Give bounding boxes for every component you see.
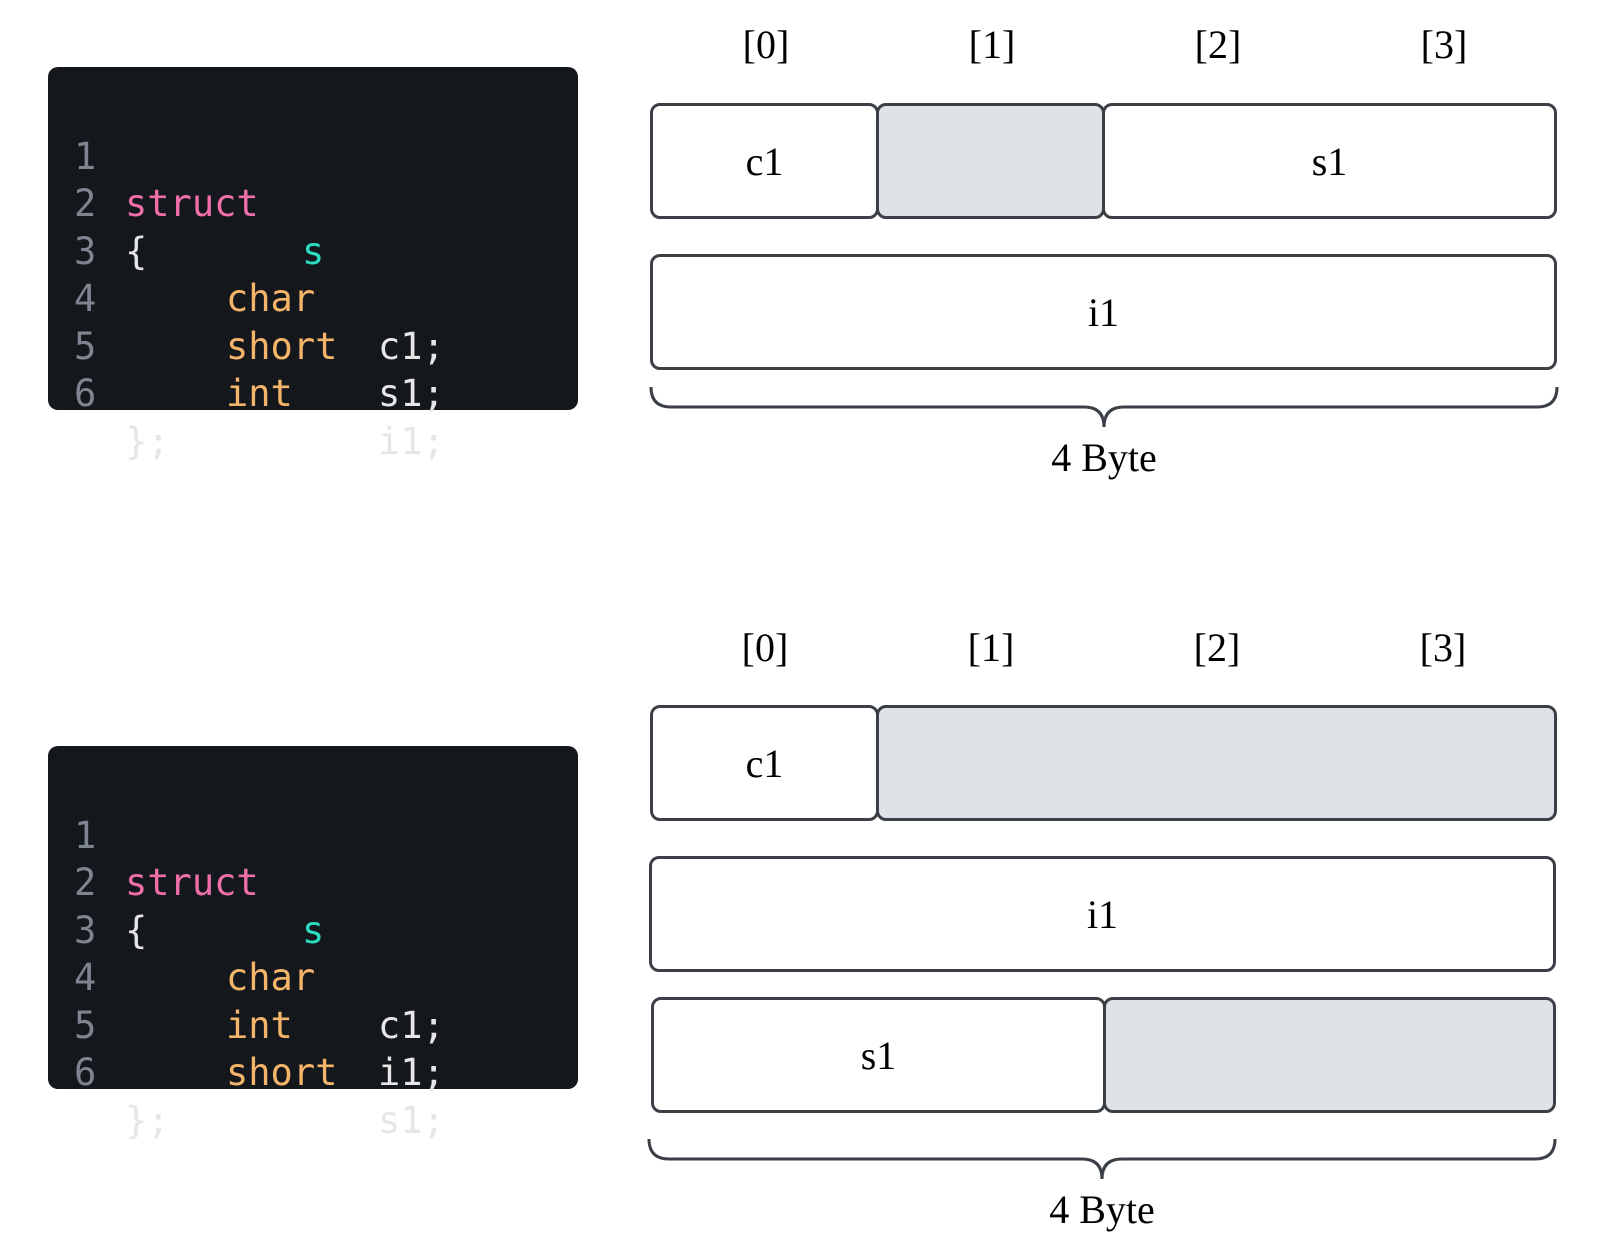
brace-label-1: 4 Byte: [1051, 435, 1157, 480]
padding-cell: [876, 705, 1557, 821]
code-text: };: [125, 1098, 170, 1142]
memory-cell-s1: s1: [1102, 103, 1557, 219]
line-number: 3: [74, 908, 97, 952]
member-name: c1;: [378, 1003, 445, 1047]
line-number: 2: [74, 182, 97, 225]
line-number: 6: [74, 1051, 97, 1094]
type-keyword: int: [226, 372, 293, 415]
line-number: 5: [74, 324, 97, 368]
member-name: i1;: [378, 1051, 445, 1094]
type-keyword: short: [226, 1051, 338, 1094]
member-name: s1;: [378, 1098, 445, 1142]
keyword: struct: [125, 861, 259, 904]
byte-index-3: [3]: [1420, 22, 1468, 67]
code-line: 3 char c1;: [48, 180, 578, 368]
code-line: 5 short s1;: [48, 954, 578, 1142]
memory-cell-s1: s1: [651, 997, 1106, 1113]
struct-name: s: [302, 908, 325, 952]
byte-index-2: [2]: [1194, 22, 1242, 67]
memory-cell-c1: c1: [650, 103, 879, 219]
code-line: 6 };: [48, 1002, 578, 1142]
type-keyword: int: [226, 1003, 293, 1047]
type-keyword: char: [226, 956, 316, 999]
line-number: 5: [74, 1003, 97, 1047]
padding-cell: [1103, 997, 1556, 1113]
memory-cell-i1: i1: [650, 254, 1557, 370]
code-block-2: 1 struct s 2 { 3 char c1; 4 int i1; 5 sh…: [48, 746, 578, 1142]
code-line: 4 int i1;: [48, 907, 578, 1094]
code-line: 3 char c1;: [48, 859, 578, 1047]
byte-index-0: [0]: [742, 22, 790, 67]
line-number: 4: [74, 277, 97, 320]
memory-cell-i1: i1: [649, 856, 1556, 972]
type-keyword: short: [226, 324, 338, 368]
member-name: i1;: [378, 419, 445, 463]
width-brace-1: [649, 386, 1559, 428]
code-text: {: [125, 908, 148, 952]
padding-cell: [876, 103, 1105, 219]
byte-index-2: [2]: [1193, 625, 1241, 670]
memory-cell-c1: c1: [650, 705, 879, 821]
code-block-1: 1 struct s 2 { 3 char c1; 4 short s1; 5 …: [48, 67, 578, 463]
struct-name: s: [302, 229, 325, 273]
member-name: c1;: [378, 324, 445, 368]
code-line: 4 short s1;: [48, 228, 578, 415]
member-name: s1;: [378, 372, 445, 415]
keyword: struct: [125, 182, 259, 225]
code-line: 2 {: [48, 812, 578, 952]
line-number: 4: [74, 956, 97, 999]
line-number: 3: [74, 229, 97, 273]
code-line: 5 int i1;: [48, 275, 578, 463]
code-line: 6 };: [48, 323, 578, 463]
line-number: 1: [74, 813, 97, 857]
byte-index-1: [1]: [968, 22, 1016, 67]
code-line: 1 struct s: [48, 764, 578, 952]
width-brace-2: [647, 1138, 1557, 1180]
code-text: };: [125, 419, 170, 463]
line-number: 2: [74, 861, 97, 904]
code-line: 2 {: [48, 133, 578, 273]
code-text: {: [125, 229, 148, 273]
byte-index-1: [1]: [967, 625, 1015, 670]
byte-index-3: [3]: [1419, 625, 1467, 670]
type-keyword: char: [226, 277, 316, 320]
code-line: 1 struct s: [48, 85, 578, 273]
line-number: 6: [74, 372, 97, 415]
byte-index-0: [0]: [741, 625, 789, 670]
brace-label-2: 4 Byte: [1049, 1187, 1155, 1232]
line-number: 1: [74, 134, 97, 178]
